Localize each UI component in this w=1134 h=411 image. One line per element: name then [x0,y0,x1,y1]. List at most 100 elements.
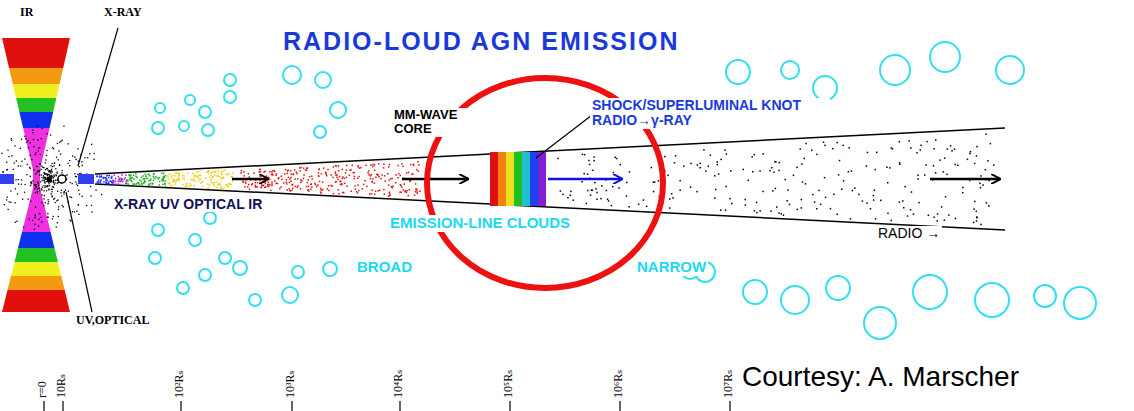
jet-particle [398,173,400,175]
speckle-dot [24,184,25,185]
jet-particle [148,173,150,175]
speckle-dot [41,166,42,167]
emission-cloud [149,252,161,264]
speckle-dot [15,188,16,189]
jet-particle [264,187,266,189]
speckle-dot [15,179,16,180]
jet-particle [105,183,107,185]
jet-particle [106,182,108,184]
jet-particle [179,174,181,176]
jet-particle [825,197,827,199]
jet-particle [985,133,987,135]
jet-particle [115,184,117,186]
speckle-dot [101,194,102,195]
jet-particle [285,169,287,171]
speckle-dot [38,185,39,186]
jet-particle [146,176,148,178]
jet-particle [259,169,261,171]
jet-particle [596,199,598,201]
speckle-dot [47,203,48,204]
jet-particle [227,174,229,176]
jet-particle [327,169,329,171]
speckle-dot [53,199,54,200]
jet-particle [830,208,832,210]
jet-particle [384,193,386,195]
jet-particle [272,170,274,172]
speckle-dot [54,184,55,185]
jet-particle [163,173,165,175]
jet-particle [910,147,912,149]
speckle-dot [33,139,34,140]
speckle-dot [48,178,49,179]
emission-cloud [826,276,850,300]
jet-particle [207,183,209,185]
jet-particle [759,170,761,172]
jet-particle [588,160,590,162]
emission-cloud [204,212,216,224]
flow-arrow [232,178,268,181]
jet-particle [222,171,224,173]
jet-particle [620,164,622,166]
jet-particle [274,171,276,173]
speckle-dot [84,157,85,158]
jet-particle [967,159,969,161]
jet-particle [263,181,265,183]
jet-particle [781,213,783,215]
jet-particle [843,180,845,182]
jet-particle [384,175,386,177]
speckle-dot [51,169,52,170]
speckle-dot [48,179,49,180]
leader-line [78,28,118,166]
speckle-dot [48,179,49,180]
jet-particle [208,187,210,189]
jet-particle [342,176,344,178]
speckle-dot [57,171,58,172]
jet-particle [259,176,261,178]
jet-particle [178,174,180,176]
speckle-dot [50,134,51,135]
speckle-dot [78,204,79,205]
speckle-dot [37,166,38,167]
jet-particle [148,184,150,186]
speckle-dot [54,175,55,176]
jet-particle [383,167,385,169]
jet-particle [410,164,412,166]
speckle-dot [50,180,51,181]
jet-particle [226,184,228,186]
jet-particle [368,174,370,176]
speckle-dot [49,180,50,181]
speckle-dot [44,174,45,175]
speckle-dot [4,204,5,205]
jet-particle [208,170,210,172]
speckle-dot [6,169,7,170]
jet-particle [316,186,318,188]
jet-particle [389,179,391,181]
jet-particle [205,178,207,180]
jet-particle [299,167,301,169]
emission-cloud [726,60,750,84]
jet-particle [215,170,217,172]
speckle-dot [24,136,25,137]
speckle-dot [53,177,54,178]
jet-particle [363,184,365,186]
jet-particle [771,167,773,169]
jet-particle [306,167,308,169]
speckle-dot [58,159,59,160]
speckle-dot [41,177,42,178]
jet-particle [262,185,264,187]
speckle-dot [48,179,49,180]
jet-particle [164,183,166,185]
jet-particle [167,177,169,179]
speckle-dot [91,211,92,212]
speckle-dot [46,168,47,169]
speckle-dot [51,189,52,190]
speckle-dot [8,156,9,157]
jet-particle [418,171,420,173]
jet-particle [797,209,799,211]
speckle-dot [26,174,27,175]
jet-particle [159,177,161,179]
jet-particle [375,176,377,178]
jet-particle [189,185,191,187]
jet-particle [179,179,181,181]
speckle-dot [47,180,48,181]
